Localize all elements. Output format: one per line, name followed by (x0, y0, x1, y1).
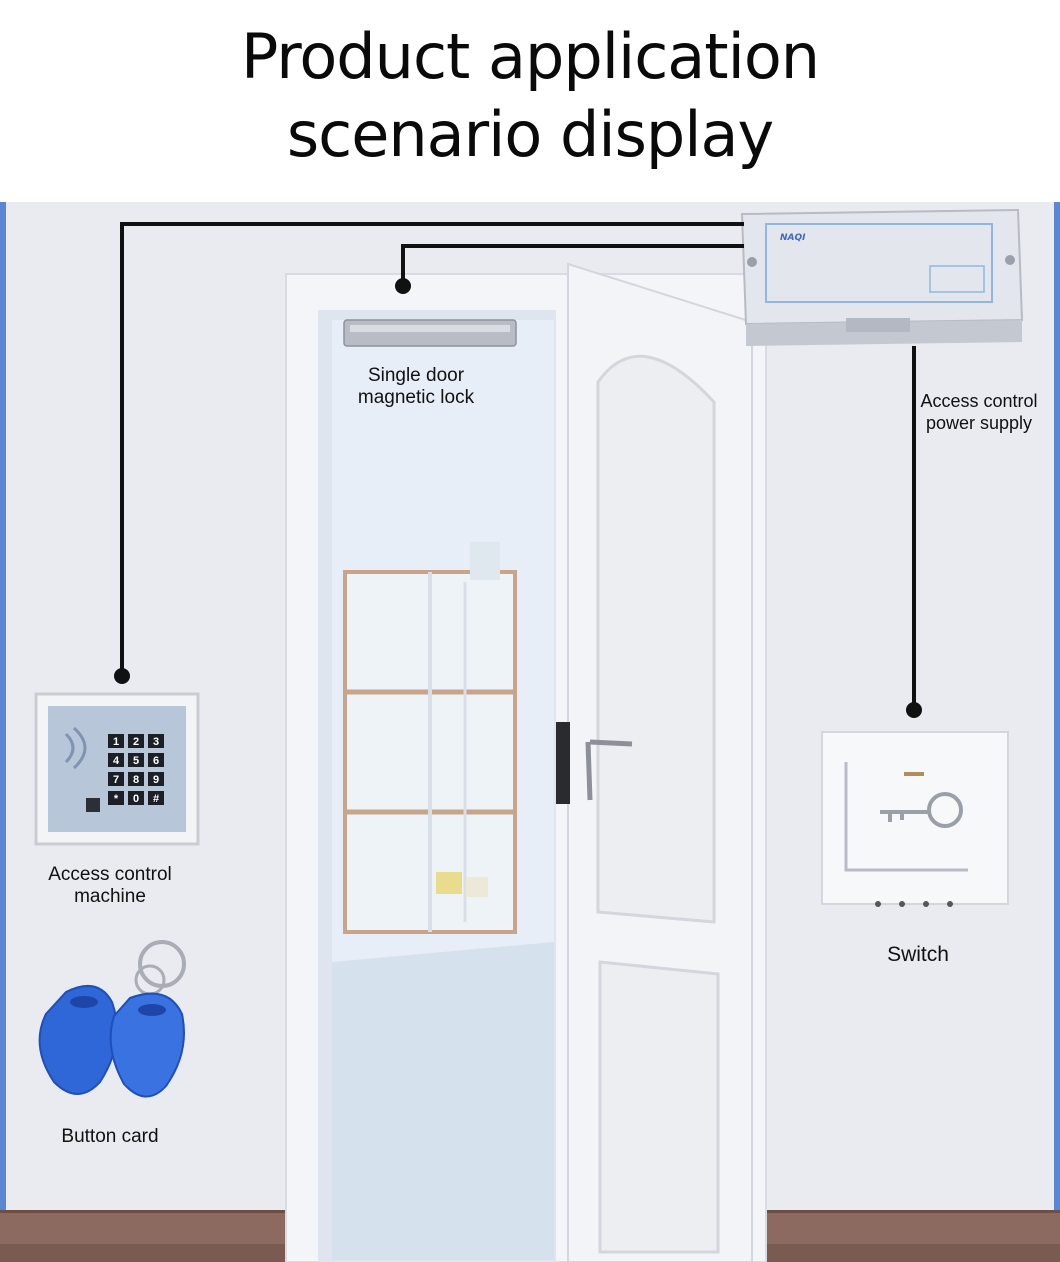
keypad-key-bg (128, 772, 144, 786)
button-card-label: Button card (40, 1126, 180, 1148)
power-supply-label: Access control power supply (906, 390, 1052, 434)
keypad-key-label: 7 (113, 774, 119, 786)
button-card-fobs (38, 940, 186, 1098)
wire-terminal-switch (906, 702, 922, 718)
access-machine-label: Access control machine (30, 864, 190, 908)
keypad-key-bg (108, 772, 124, 786)
access-control-machine: 1 2 3 4 5 6 7 8 9 * 0 # (34, 692, 200, 846)
power-supply-label-line-2: power supply (925, 413, 1033, 433)
keypad-key-label: 0 (133, 793, 139, 805)
keypad-key-bg (128, 791, 144, 805)
keypad-key-label: 2 (133, 736, 139, 748)
keypad-key-label: 3 (153, 736, 159, 748)
wire-terminal-lock (395, 278, 411, 294)
switch-label-text: Switch (887, 943, 949, 966)
shelving-unit (343, 542, 517, 934)
keypad-key-label: # (153, 793, 159, 805)
wall-edge-left (0, 202, 6, 1262)
keypad-key-label: 6 (153, 755, 159, 767)
keypad-key-bg (108, 791, 124, 805)
wall-edge-right (1054, 202, 1060, 1262)
wire-terminal-machine (114, 668, 130, 684)
wiring (120, 222, 916, 708)
interior-room (332, 320, 554, 1260)
scene-illustration: NAQI 1 2 3 4 5 6 7 8 9 * 0 # (34, 208, 1024, 1262)
keypad: 1 2 3 4 5 6 7 8 9 * 0 # (108, 734, 164, 805)
keypad-key-label: * (114, 793, 119, 805)
keypad-key-bg (148, 791, 164, 805)
svg-text:NAQI: NAQI (780, 233, 806, 243)
keypad-key-label: 8 (133, 774, 139, 786)
title-line-1: Product application (240, 20, 820, 93)
access-machine-label-line-1: Access control (48, 864, 172, 885)
keypad-key-bg (108, 753, 124, 767)
keypad-key-bg (148, 753, 164, 767)
scenario-scene: NAQI 1 2 3 4 5 6 7 8 9 * 0 # (0, 202, 1060, 1262)
switch-label: Switch (858, 944, 978, 966)
keypad-key-label: 4 (113, 755, 120, 767)
keypad-key-label: 1 (113, 736, 119, 748)
header: Product application scenario display (0, 0, 1060, 202)
page-title: Product application scenario display (0, 18, 1060, 174)
door-leaf (556, 262, 753, 1262)
button-card-label-text: Button card (61, 1126, 159, 1147)
keypad-key-bg (128, 753, 144, 767)
magnetic-lock-label-line-1: Single door (367, 365, 465, 386)
magnetic-lock-label: Single door magnetic lock (336, 365, 496, 409)
power-supply-box: NAQI (740, 208, 1024, 346)
keypad-key-label: 9 (153, 774, 159, 786)
title-line-2: scenario display (286, 98, 774, 171)
keypad-key-label: 5 (133, 755, 139, 767)
power-supply-label-line-1: Access control (920, 391, 1038, 411)
exit-switch (821, 731, 1009, 907)
access-machine-label-line-2: machine (74, 886, 146, 907)
keypad-key-bg (148, 734, 164, 748)
magnetic-lock-label-line-2: magnetic lock (357, 387, 475, 408)
keypad-key-bg (128, 734, 144, 748)
magnetic-lock (343, 319, 517, 347)
keypad-key-bg (148, 772, 164, 786)
keypad-key-bg (108, 734, 124, 748)
